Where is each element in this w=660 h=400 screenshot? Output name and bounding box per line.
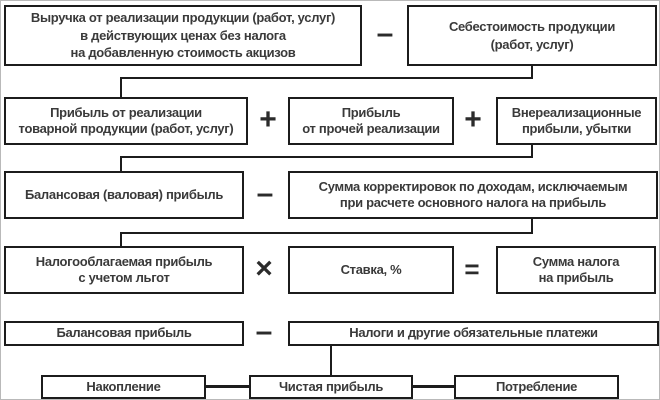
box-tax-amount-line2: на прибыль	[538, 270, 614, 285]
box-non-sales-profit-line1: Внереализационные	[511, 104, 642, 120]
operator-minus-row3: –	[256, 176, 274, 210]
connector-r1-drop	[120, 77, 122, 97]
box-taxable-profit-line2: с учетом льгот	[78, 270, 170, 285]
box-other-profit-line2: от прочей реализации	[302, 121, 440, 136]
box-other-profit: Прибыль от прочей реализации	[288, 97, 454, 145]
box-cost-line2: (работ, услуг)	[490, 36, 574, 52]
box-consumption: Потребление	[454, 375, 619, 399]
connector-net-consumption	[413, 385, 454, 388]
operator-plus-row2-1: +	[259, 102, 277, 136]
box-cost: Себестоимость продукции (работ, услуг)	[407, 5, 657, 66]
connector-r2-horizontal	[120, 156, 533, 158]
operator-equals-row4: =	[464, 253, 480, 284]
box-adjustments-line1: Сумма корректировок по доходам, исключае…	[318, 178, 628, 194]
box-accumulation: Накопление	[41, 375, 206, 399]
box-gross-profit: Балансовая (валовая) прибыль	[4, 171, 244, 219]
box-revenue: Выручка от реализации продукции (работ, …	[4, 5, 362, 66]
operator-minus-row5: –	[255, 314, 273, 348]
operator-plus-row2-2: +	[464, 102, 482, 136]
box-sales-profit: Прибыль от реализации товарной продукции…	[4, 97, 248, 145]
box-tax-rate: Ставка, %	[288, 246, 454, 294]
connector-r1-horizontal	[120, 77, 533, 79]
connector-r3-drop	[120, 232, 122, 246]
box-revenue-line3: на добавленную стоимость акцизов	[70, 45, 296, 61]
box-accumulation-line1: Накопление	[86, 378, 161, 394]
box-adjustments: Сумма корректировок по доходам, исключае…	[288, 171, 658, 219]
box-other-profit-line1: Прибыль	[341, 104, 401, 120]
connector-r2-vertical	[531, 145, 533, 158]
connector-r3-vertical	[531, 219, 533, 234]
box-tax-amount-line1: Сумма налога	[532, 253, 620, 269]
box-taxable-profit: Налогооблагаемая прибыль с учетом льгот	[4, 246, 244, 294]
box-balance-profit-line1: Балансовая прибыль	[56, 325, 192, 341]
box-revenue-line1: Выручка от реализации продукции (работ, …	[30, 10, 336, 26]
box-sales-profit-line2: товарной продукции (работ, услуг)	[18, 121, 234, 136]
box-cost-line1: Себестоимость продукции	[448, 19, 616, 34]
connector-r3-horizontal	[120, 232, 533, 234]
connector-accumulation-net	[206, 385, 249, 388]
operator-multiply-row4: ×	[255, 251, 273, 285]
box-non-sales-profit-line2: прибыли, убытки	[521, 121, 632, 136]
box-adjustments-line2: при расчете основного налога на прибыль	[339, 195, 607, 210]
box-gross-profit-line1: Балансовая (валовая) прибыль	[24, 186, 224, 202]
box-consumption-line1: Потребление	[495, 378, 578, 394]
connector-r2-drop	[120, 156, 122, 171]
box-sales-profit-line1: Прибыль от реализации	[50, 104, 202, 120]
box-balance-profit: Балансовая прибыль	[4, 321, 244, 346]
box-taxable-profit-line1: Налогооблагаемая прибыль	[35, 253, 213, 269]
box-taxes-payments-line1: Налоги и другие обязательные платежи	[349, 325, 598, 341]
box-net-profit: Чистая прибыль	[249, 375, 413, 399]
box-tax-amount: Сумма налога на прибыль	[496, 246, 656, 294]
connector-r1-vertical	[531, 66, 533, 79]
operator-minus-row1: –	[376, 16, 394, 50]
box-non-sales-profit: Внереализационные прибыли, убытки	[496, 97, 657, 145]
box-revenue-line2: в действующих ценах без налога	[80, 27, 286, 43]
connector-r5-drop	[330, 346, 332, 375]
box-net-profit-line1: Чистая прибыль	[278, 378, 384, 394]
box-taxes-payments: Налоги и другие обязательные платежи	[288, 321, 659, 346]
box-tax-rate-line1: Ставка, %	[340, 261, 402, 277]
